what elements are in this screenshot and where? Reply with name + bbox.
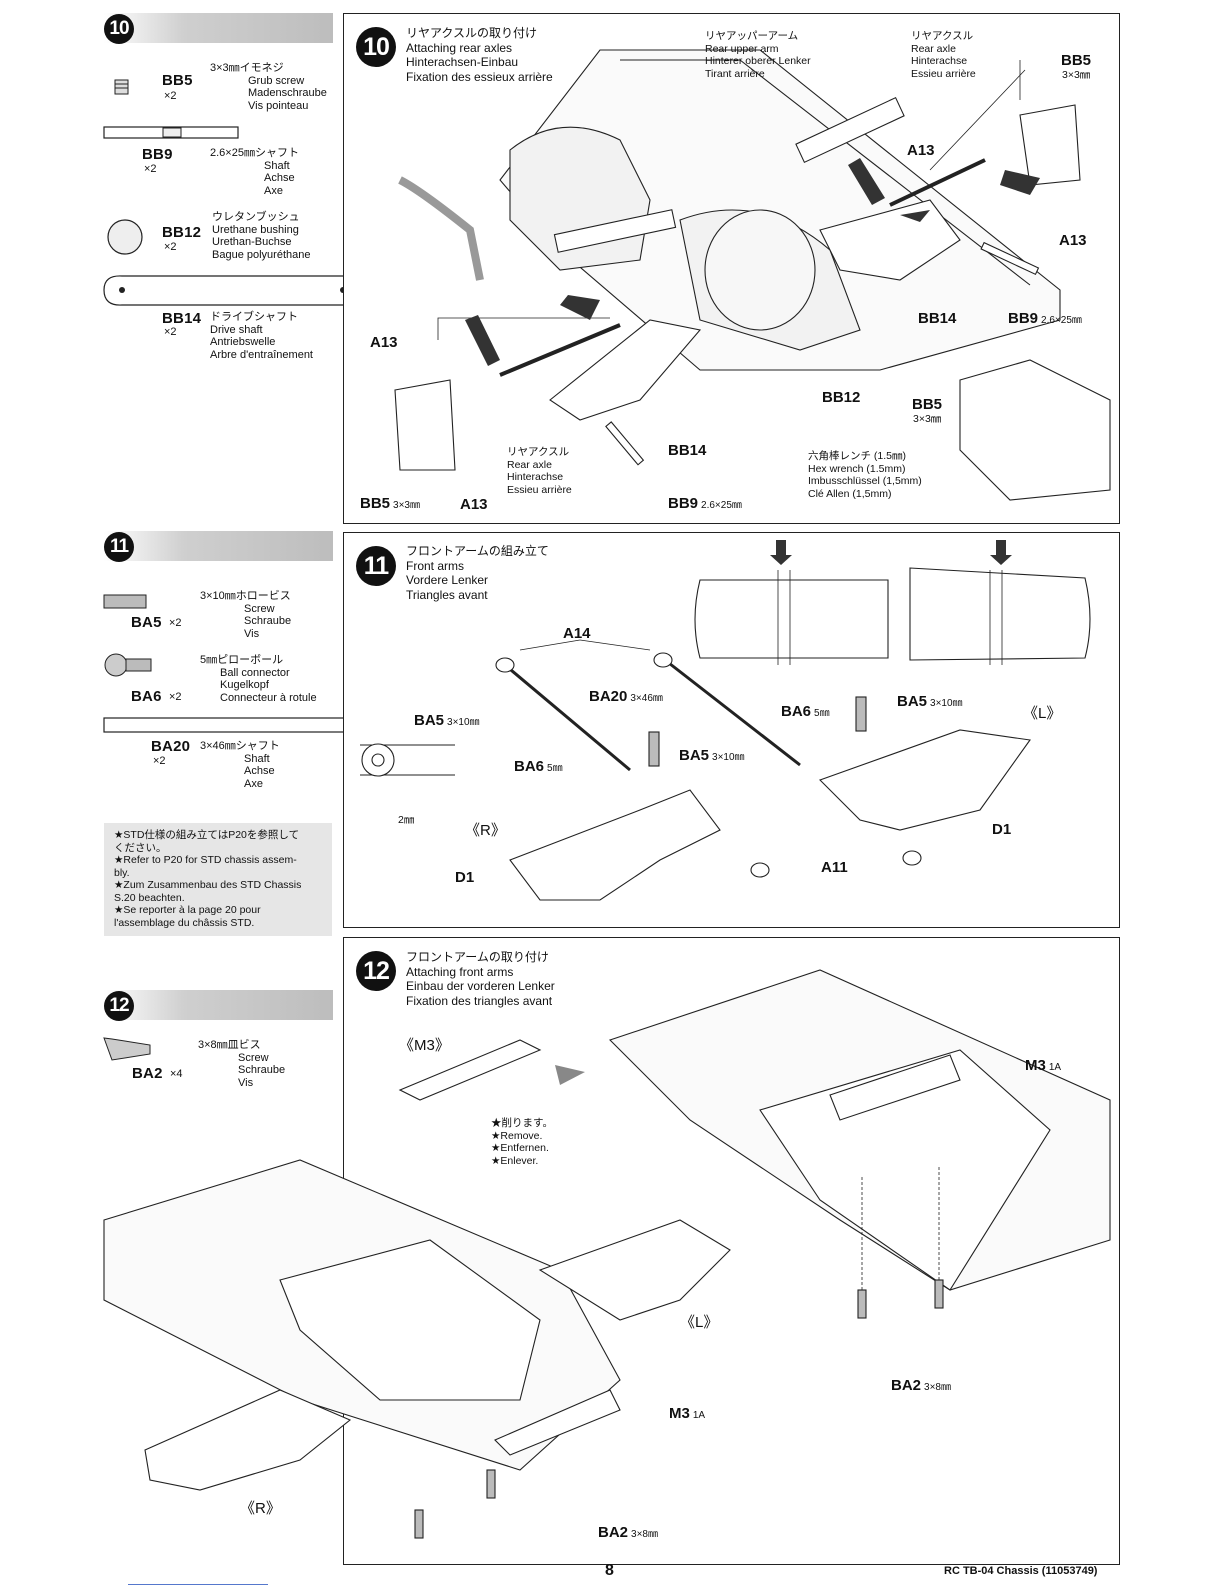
bb5-size-top: 3×3㎜ <box>1062 69 1091 81</box>
bb14-qty: ×2 <box>164 326 177 338</box>
bb14-label-1: BB14 <box>918 310 957 327</box>
right-arm-tag-12: 《R》 <box>240 1500 281 1517</box>
hex-wrench-label: 六角棒レンチ (1.5㎜)Hex wrench (1.5mm) Imbussch… <box>808 450 922 500</box>
ba5-qty: ×2 <box>169 617 182 629</box>
ba6-code: BA6 <box>131 688 162 705</box>
two-mm-label: 2㎜ <box>398 814 415 826</box>
bb5-label-inset: BB5 <box>912 396 943 413</box>
a11-label: A11 <box>821 859 848 876</box>
step11-panel-badge: 11 <box>356 546 396 586</box>
left-arm-tag-12: 《L》 <box>680 1314 719 1331</box>
ba20-qty: ×2 <box>153 755 166 767</box>
right-arm-tag: 《R》 <box>465 822 506 839</box>
ba6-qty: ×2 <box>169 691 182 703</box>
a14-label: A14 <box>563 625 591 642</box>
remove-note: ★削ります。★Remove. ★Entfernen.★Enlever. <box>491 1117 553 1167</box>
step11-header-bar <box>104 531 333 561</box>
bb14-label-2: BB14 <box>668 442 707 459</box>
bb9-qty: ×2 <box>144 163 157 175</box>
a13-label-3: A13 <box>370 334 398 351</box>
ba20-code: BA20 <box>151 738 191 755</box>
ba5-code: BA5 <box>131 614 162 631</box>
bb12-label: BB12 <box>822 389 861 406</box>
bb9-code: BB9 <box>142 146 173 163</box>
step12-header-bar <box>104 990 333 1020</box>
step12-number-badge: 12 <box>104 991 134 1021</box>
step10-header-bar <box>104 13 333 43</box>
a13-label-1: A13 <box>907 142 935 159</box>
bb12-code: BB12 <box>162 224 202 241</box>
d1-label-right: D1 <box>455 869 475 886</box>
document-reference: RC TB-04 Chassis (11053749) <box>944 1565 1098 1577</box>
left-arm-tag: 《L》 <box>1023 705 1062 722</box>
step10-number-badge: 10 <box>104 14 134 44</box>
bb5-code: BB5 <box>162 72 193 89</box>
std-note-text: ★STD仕様の組み立てはP20を参照してください。 ★Refer to P20 … <box>114 829 302 929</box>
m3-tag: 《M3》 <box>399 1037 450 1054</box>
a13-label-2: A13 <box>1059 232 1087 249</box>
bb5-size-inset: 3×3㎜ <box>913 413 942 425</box>
step10-panel-badge: 10 <box>356 27 396 67</box>
ba2-qty: ×4 <box>170 1068 183 1080</box>
bb5-qty: ×2 <box>164 90 177 102</box>
step11-number-badge: 11 <box>104 532 134 562</box>
std-note-box <box>104 823 332 936</box>
bb5-label-top: BB5 <box>1061 52 1092 69</box>
page-number: 8 <box>605 1562 614 1579</box>
ba2-code: BA2 <box>132 1065 163 1082</box>
a13-label-4: A13 <box>460 496 488 513</box>
step12-panel-badge: 12 <box>356 951 396 991</box>
bb14-code: BB14 <box>162 310 202 327</box>
d1-label-left: D1 <box>992 821 1012 838</box>
bb12-qty: ×2 <box>164 241 177 253</box>
